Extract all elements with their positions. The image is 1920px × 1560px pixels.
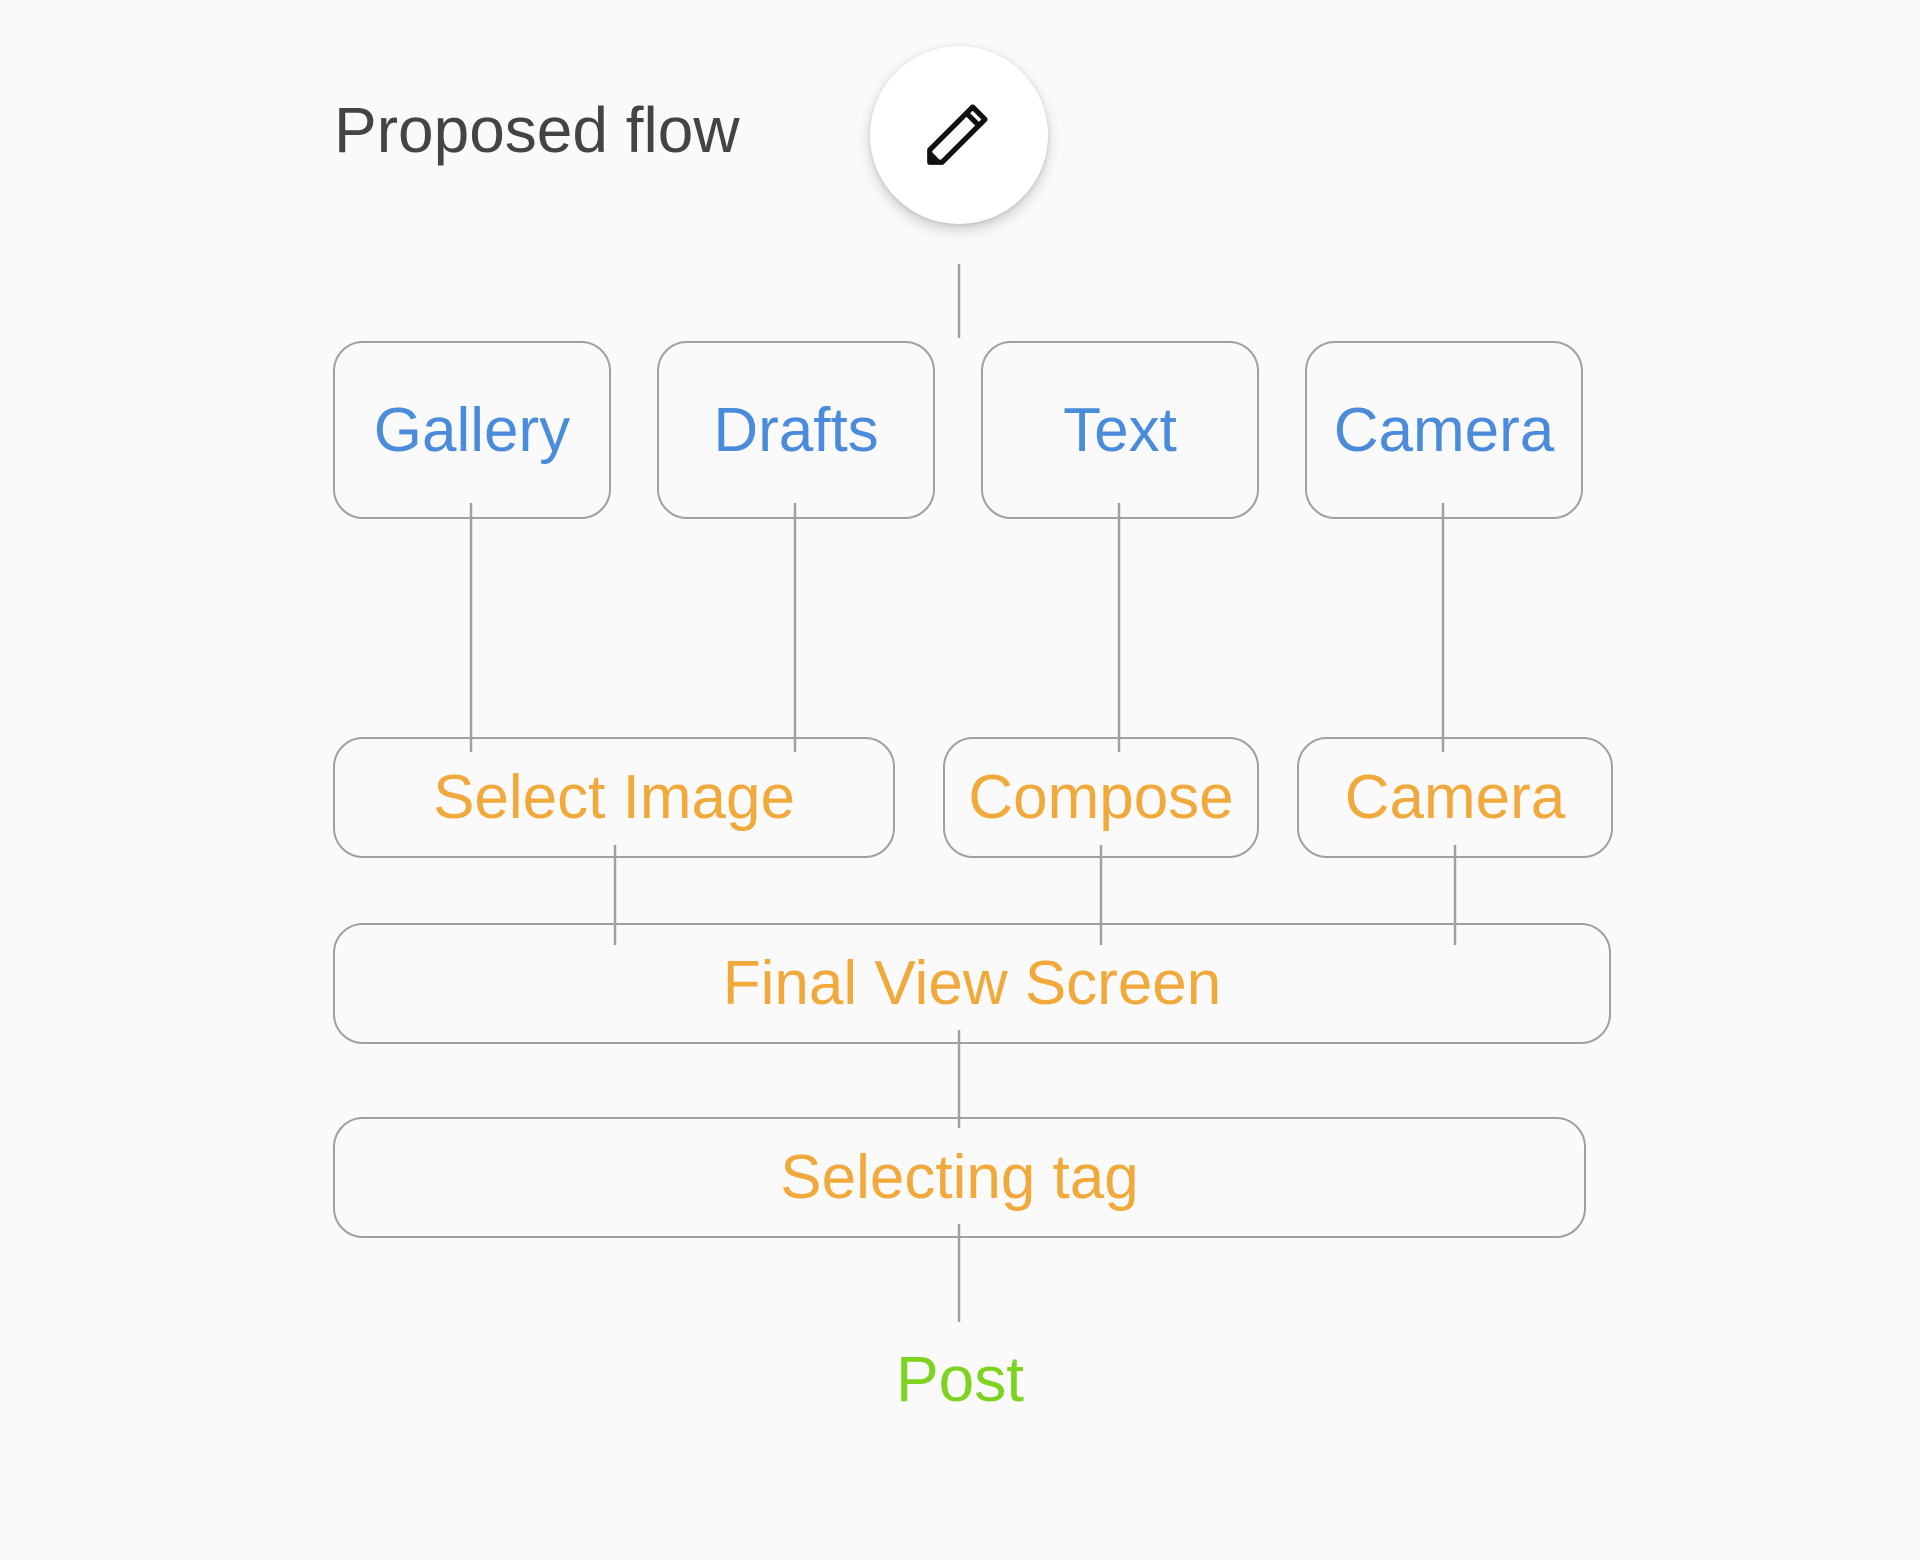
diagram-title: Proposed flow xyxy=(334,94,740,166)
pencil-icon xyxy=(920,94,998,177)
step-compose-label: Compose xyxy=(968,763,1234,832)
source-text-label: Text xyxy=(1063,395,1177,465)
step-camera-label: Camera xyxy=(1344,763,1566,832)
selecting-tag-label: Selecting tag xyxy=(780,1143,1139,1212)
source-drafts-label: Drafts xyxy=(713,395,879,465)
step-camera[interactable]: Camera xyxy=(1297,737,1613,858)
source-text[interactable]: Text xyxy=(981,341,1259,519)
step-compose[interactable]: Compose xyxy=(943,737,1259,858)
source-drafts[interactable]: Drafts xyxy=(657,341,935,519)
selecting-tag[interactable]: Selecting tag xyxy=(333,1117,1586,1238)
final-view-screen[interactable]: Final View Screen xyxy=(333,923,1611,1044)
source-camera[interactable]: Camera xyxy=(1305,341,1583,519)
compose-fab-button[interactable] xyxy=(870,46,1048,224)
post-label: Post xyxy=(895,1343,1025,1415)
source-camera-label: Camera xyxy=(1333,395,1555,465)
step-select-image-label: Select Image xyxy=(433,763,795,832)
source-gallery-label: Gallery xyxy=(373,395,571,465)
final-view-screen-label: Final View Screen xyxy=(722,949,1222,1018)
source-gallery[interactable]: Gallery xyxy=(333,341,611,519)
step-select-image[interactable]: Select Image xyxy=(333,737,895,858)
